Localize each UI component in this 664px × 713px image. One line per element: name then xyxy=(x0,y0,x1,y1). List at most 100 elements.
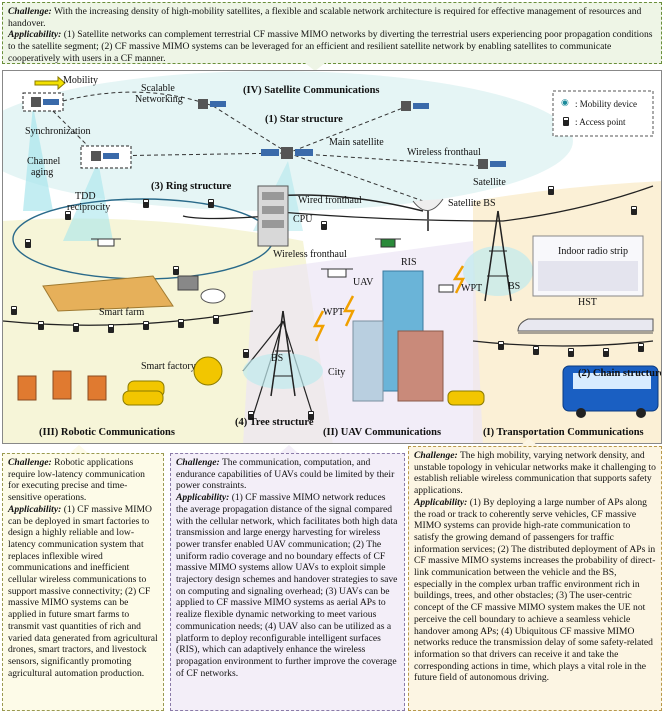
legend-box xyxy=(552,90,654,137)
channel-label-2: aging xyxy=(31,167,54,178)
tdd-label-1: TDD xyxy=(75,191,96,202)
scalable-label-2: Networking xyxy=(135,94,183,105)
satellite-label: Satellite xyxy=(473,177,506,188)
access-point xyxy=(178,319,184,328)
farm-chain-line xyxy=(3,310,254,326)
wpt-bolt-2 xyxy=(452,265,466,294)
cpu-server xyxy=(257,185,289,247)
access-point xyxy=(108,324,114,333)
fronthaul-line-west xyxy=(182,215,269,220)
legend-mobility-label: : Mobility device xyxy=(575,99,637,109)
wired-fronthaul-label: Wired fronthaul xyxy=(298,195,362,206)
bs-left-coverage xyxy=(243,353,323,389)
main-satellite-label: Main satellite xyxy=(329,137,384,148)
legend-ap-icon xyxy=(563,117,569,126)
access-point xyxy=(533,346,539,355)
mobility-arrow xyxy=(34,75,66,91)
uav-drone xyxy=(321,268,353,278)
applicability-text: (1) Satellite networks can complement te… xyxy=(8,29,653,64)
access-point xyxy=(25,239,31,248)
satellite-icon-star xyxy=(401,101,429,111)
access-point xyxy=(548,186,554,195)
wpt-label-1: WPT xyxy=(323,307,345,318)
trans-comm-label: (I) Transportation Communications xyxy=(483,427,644,438)
access-point xyxy=(73,323,79,332)
diagram-svg xyxy=(3,71,661,443)
star-link-3 xyxy=(287,152,484,167)
access-point xyxy=(638,343,644,352)
access-point xyxy=(308,411,314,420)
applicability-label: Applicability: xyxy=(8,29,62,41)
star-structure-label: (1) Star structure xyxy=(265,114,343,125)
satellite-icon-right xyxy=(478,159,506,169)
access-point xyxy=(65,211,71,220)
access-point xyxy=(38,321,44,330)
legend-ap-label: : Access point xyxy=(575,117,626,127)
top-box-pointer xyxy=(305,63,325,71)
wireless-fronthaul-link xyxy=(287,152,424,202)
access-point xyxy=(248,411,254,420)
access-point xyxy=(498,341,504,350)
challenge-label: Challenge: xyxy=(414,450,458,461)
transportation-challenge-box: Challenge: The high mobility, varying ne… xyxy=(408,446,662,711)
hst-train xyxy=(517,318,654,334)
challenge-label: Challenge: xyxy=(176,457,220,468)
applicability-text: (1) By deploying a large number of APs a… xyxy=(414,496,656,684)
satellite-region xyxy=(3,71,573,211)
star-link-1 xyxy=(212,105,289,154)
robotic-challenge-box: Challenge: Robotic applications require … xyxy=(2,453,164,711)
access-point xyxy=(631,206,637,215)
tree-structure-label: (4) Tree structure xyxy=(235,417,314,428)
robotic-box-pointer xyxy=(70,445,88,453)
challenge-label: Challenge: xyxy=(8,457,52,468)
cpu-label: CPU xyxy=(293,214,313,225)
fronthaul-line-east xyxy=(267,185,654,222)
challenge-text: The high mobility, varying network densi… xyxy=(414,450,656,497)
scalable-label-1: Scalable xyxy=(141,83,175,94)
satellite-bs-dish xyxy=(412,198,444,231)
satellite-icon-ring xyxy=(80,145,132,169)
wireless-fronthaul-label: Wireless fronthaul xyxy=(273,249,347,260)
diagram-area: ◉ Mobility Scalable Networking (IV) Sate… xyxy=(2,70,662,444)
uav-box-pointer xyxy=(280,445,298,453)
access-point xyxy=(603,348,609,357)
tdd-beam xyxy=(63,161,113,241)
uav-label: UAV xyxy=(353,277,374,288)
uav-challenge-box: Challenge: The communication, computatio… xyxy=(170,453,405,711)
challenge-text: With the increasing density of high-mobi… xyxy=(8,6,642,29)
city-label: City xyxy=(328,367,346,378)
bs-tower-right xyxy=(484,210,512,302)
ris-drone xyxy=(375,238,401,248)
chain-structure-label: (2) Chain structure xyxy=(578,368,662,379)
applicability-label: Applicability: xyxy=(176,492,230,504)
access-point xyxy=(321,221,327,230)
challenge-label: Challenge: xyxy=(8,6,52,17)
wireless-fronthaul-sat-label: Wireless fronthaul xyxy=(407,147,481,158)
challenge-text: Robotic applications require low-latency… xyxy=(8,457,145,504)
uav-comm-label: (II) UAV Communications xyxy=(323,427,442,438)
smart-farm-field xyxy=(42,275,226,312)
farm-drone xyxy=(91,238,121,247)
access-point xyxy=(208,199,214,208)
wpt-drone xyxy=(438,284,454,293)
ris-label: RIS xyxy=(401,257,417,268)
robotic-comm-label: (III) Robotic Communications xyxy=(39,427,175,438)
bs-tower-left xyxy=(270,310,296,397)
smart-factory-label: Smart factory xyxy=(141,361,196,372)
access-point xyxy=(173,266,179,275)
access-point xyxy=(143,199,149,208)
wpt-label-2: WPT xyxy=(461,283,483,294)
channel-beam xyxy=(23,106,53,211)
synchronization-label: Synchronization xyxy=(25,126,91,137)
access-point xyxy=(213,315,219,324)
wpt-bolt-3 xyxy=(342,295,355,327)
indoor-radio-strip-label: Indoor radio strip xyxy=(558,246,628,257)
satellite-icon-mobility xyxy=(22,92,64,112)
satellite-icon-scalable xyxy=(198,99,226,109)
wpt-bolt-1 xyxy=(312,310,325,342)
channel-label-1: Channel xyxy=(27,156,61,167)
ring-structure-label: (3) Ring structure xyxy=(151,181,232,192)
satellite-bs-label: Satellite BS xyxy=(448,198,496,209)
applicability-text: (1) CF massive MIMO network reduces the … xyxy=(176,492,398,679)
smart-farm-label: Smart farm xyxy=(99,307,145,318)
